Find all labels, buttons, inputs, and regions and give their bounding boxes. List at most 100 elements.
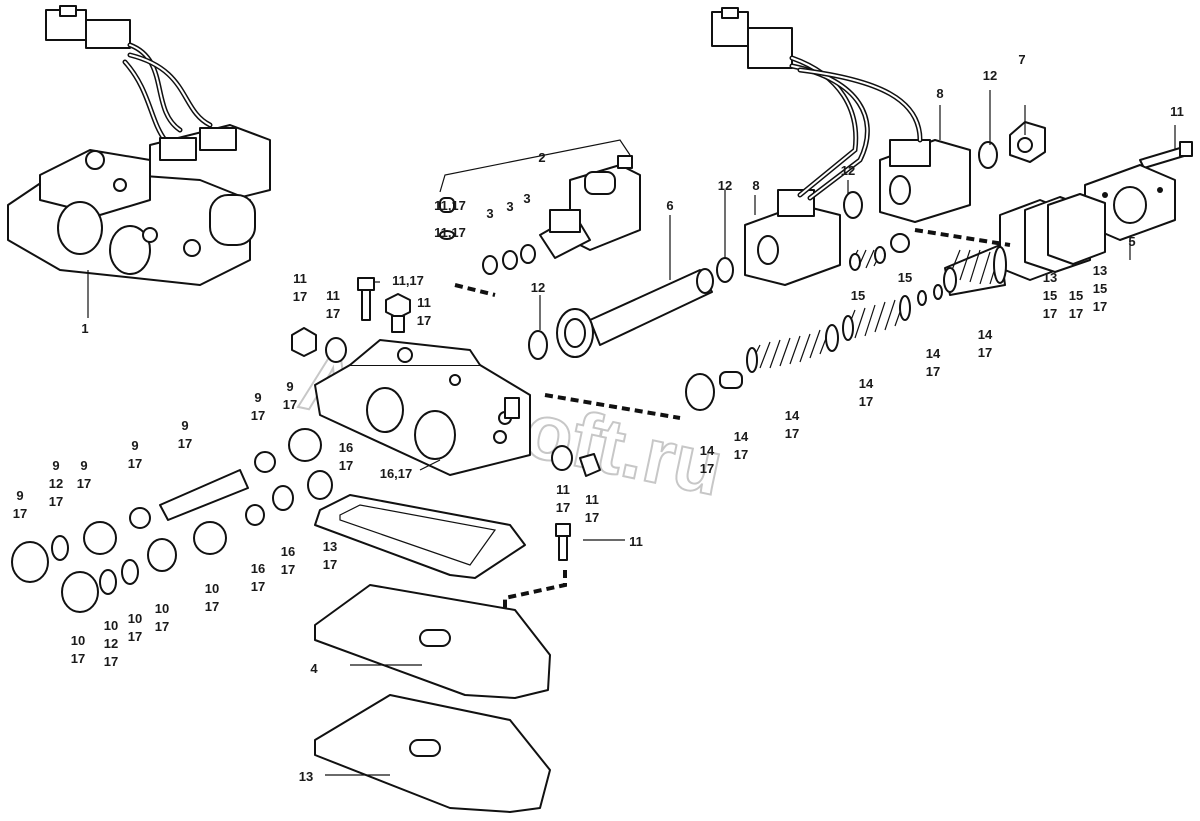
axis-line xyxy=(914,228,1011,247)
callout-label-c917e: 17 xyxy=(251,408,265,423)
o-ring-part-12 xyxy=(843,191,863,219)
piston-part-14 xyxy=(685,371,743,411)
bolt-11-17-a xyxy=(439,197,455,240)
o-ring-group-part-3 xyxy=(482,244,536,275)
plate-part-13-bottom xyxy=(314,694,551,813)
callout-label-c917b: 17 xyxy=(77,476,91,491)
callout-label-c8b: 8 xyxy=(752,178,759,193)
callout-label-c131517b: 17 xyxy=(1093,299,1107,314)
plug-11-17-e xyxy=(551,445,601,477)
leader-lines xyxy=(87,90,1176,776)
callout-label-c12b: 12 xyxy=(841,163,855,178)
plug-11-17-d xyxy=(291,327,347,363)
callout-label-c7: 7 xyxy=(1018,52,1025,67)
callout-label-c1: 1 xyxy=(81,321,88,336)
callout-label-c1517: 15 xyxy=(1069,288,1083,303)
callout-label-c1017b: 10 xyxy=(128,611,142,626)
spring-part-15-small xyxy=(849,246,886,271)
callout-label-c1117f: 11 xyxy=(417,295,431,310)
callout-label-c1417b: 17 xyxy=(734,447,748,462)
callout-label-c1617a: 17 xyxy=(251,579,265,594)
o-ring-part-16 xyxy=(307,470,333,500)
callout-label-c3a: 3 xyxy=(486,206,493,221)
callout-label-c1117h: 11 xyxy=(585,492,599,507)
callout-label-c101217: 12 xyxy=(104,636,118,651)
bolt-part-11-lower xyxy=(555,523,571,561)
bolt-11-17-b xyxy=(357,277,375,321)
callout-label-c6: 6 xyxy=(666,198,673,213)
callout-label-c101217: 17 xyxy=(104,654,118,669)
plug-11-17-c xyxy=(385,293,411,333)
valve-assembly-part-1 xyxy=(7,5,271,286)
callout-label-c131517a: 13 xyxy=(1043,270,1057,285)
callout-label-c1617b: 16 xyxy=(281,544,295,559)
callout-label-c1417d: 17 xyxy=(859,394,873,409)
coil-part-8-right xyxy=(879,139,971,223)
plate-part-4 xyxy=(314,584,551,699)
callout-label-c917a: 17 xyxy=(13,506,27,521)
callout-label-c1417e: 14 xyxy=(926,346,941,361)
callout-label-c12c: 12 xyxy=(718,178,732,193)
spring-part-14-mid xyxy=(842,295,911,341)
callout-label-c1417a: 14 xyxy=(700,443,715,458)
callout-label-c917c: 9 xyxy=(131,438,138,453)
ball-part-15 xyxy=(890,233,910,253)
callout-label-c1117e: 11 xyxy=(326,288,340,303)
o-ring-part-12 xyxy=(716,257,734,283)
callout-label-c1117d: 17 xyxy=(293,289,307,304)
callout-label-c1117b: 11,17 xyxy=(434,225,466,240)
callout-label-c2: 2 xyxy=(538,150,545,165)
callout-label-c12d: 12 xyxy=(531,280,545,295)
callout-label-c1317a: 17 xyxy=(323,557,337,572)
o-ring-part-12 xyxy=(978,141,998,169)
callout-label-c1617c: 17 xyxy=(339,458,353,473)
valve-row-9 xyxy=(11,428,322,583)
callout-label-c15b: 15 xyxy=(898,270,912,285)
callout-label-c15a: 15 xyxy=(851,288,865,303)
callout-label-c3c: 3 xyxy=(523,191,530,206)
callout-label-c91217: 9 xyxy=(52,458,59,473)
callout-label-c1617a: 16 xyxy=(251,561,265,576)
callout-label-c1017d: 10 xyxy=(205,581,219,596)
callout-label-c1417b: 14 xyxy=(734,429,749,444)
callout-label-c1417e: 17 xyxy=(926,364,940,379)
callout-label-c1417a: 17 xyxy=(700,461,714,476)
gasket-part-13-mid xyxy=(314,494,526,579)
callout-label-c4: 4 xyxy=(310,661,318,676)
callout-label-c1417d: 14 xyxy=(859,376,874,391)
callout-label-c1017a: 17 xyxy=(71,651,85,666)
callout-label-c1117d: 11 xyxy=(293,271,307,286)
callout-label-c917d: 17 xyxy=(178,436,192,451)
callout-label-c11a: 11 xyxy=(1170,104,1184,119)
callout-label-c1417c: 14 xyxy=(785,408,800,423)
callout-label-c1017b: 17 xyxy=(128,629,142,644)
o-ring-part-12 xyxy=(528,330,548,360)
callout-label-c1117f: 17 xyxy=(417,313,431,328)
spring-part-14-small xyxy=(917,284,943,306)
callout-label-c91217: 12 xyxy=(49,476,63,491)
callout-label-c1017c: 10 xyxy=(155,601,169,616)
callout-label-c131517a: 15 xyxy=(1043,288,1057,303)
callout-label-c1417f: 17 xyxy=(978,345,992,360)
callout-label-c8a: 8 xyxy=(936,86,943,101)
callout-label-c1617c: 16 xyxy=(339,440,353,455)
callout-label-c917c: 17 xyxy=(128,456,142,471)
callout-label-c101217: 10 xyxy=(104,618,118,633)
connector-top-right xyxy=(711,7,923,201)
axis-line xyxy=(544,393,681,420)
valve-body xyxy=(314,339,531,476)
callout-label-c917e: 9 xyxy=(254,390,261,405)
coil-part-8-left xyxy=(744,189,841,286)
callout-label-c1117h: 17 xyxy=(585,510,599,525)
solenoid-part-2 xyxy=(439,139,641,259)
spring-part-14-long xyxy=(746,324,839,373)
callout-label-c917d: 9 xyxy=(181,418,188,433)
bolt-part-11 xyxy=(1139,141,1193,169)
callout-label-c917f: 9 xyxy=(286,379,293,394)
callout-label-c1117g: 17 xyxy=(556,500,570,515)
callout-label-c131517a: 17 xyxy=(1043,306,1057,321)
valve-row-10 xyxy=(61,485,294,613)
callout-label-c11b: 11 xyxy=(629,534,643,549)
callout-label-c5: 5 xyxy=(1128,234,1135,249)
